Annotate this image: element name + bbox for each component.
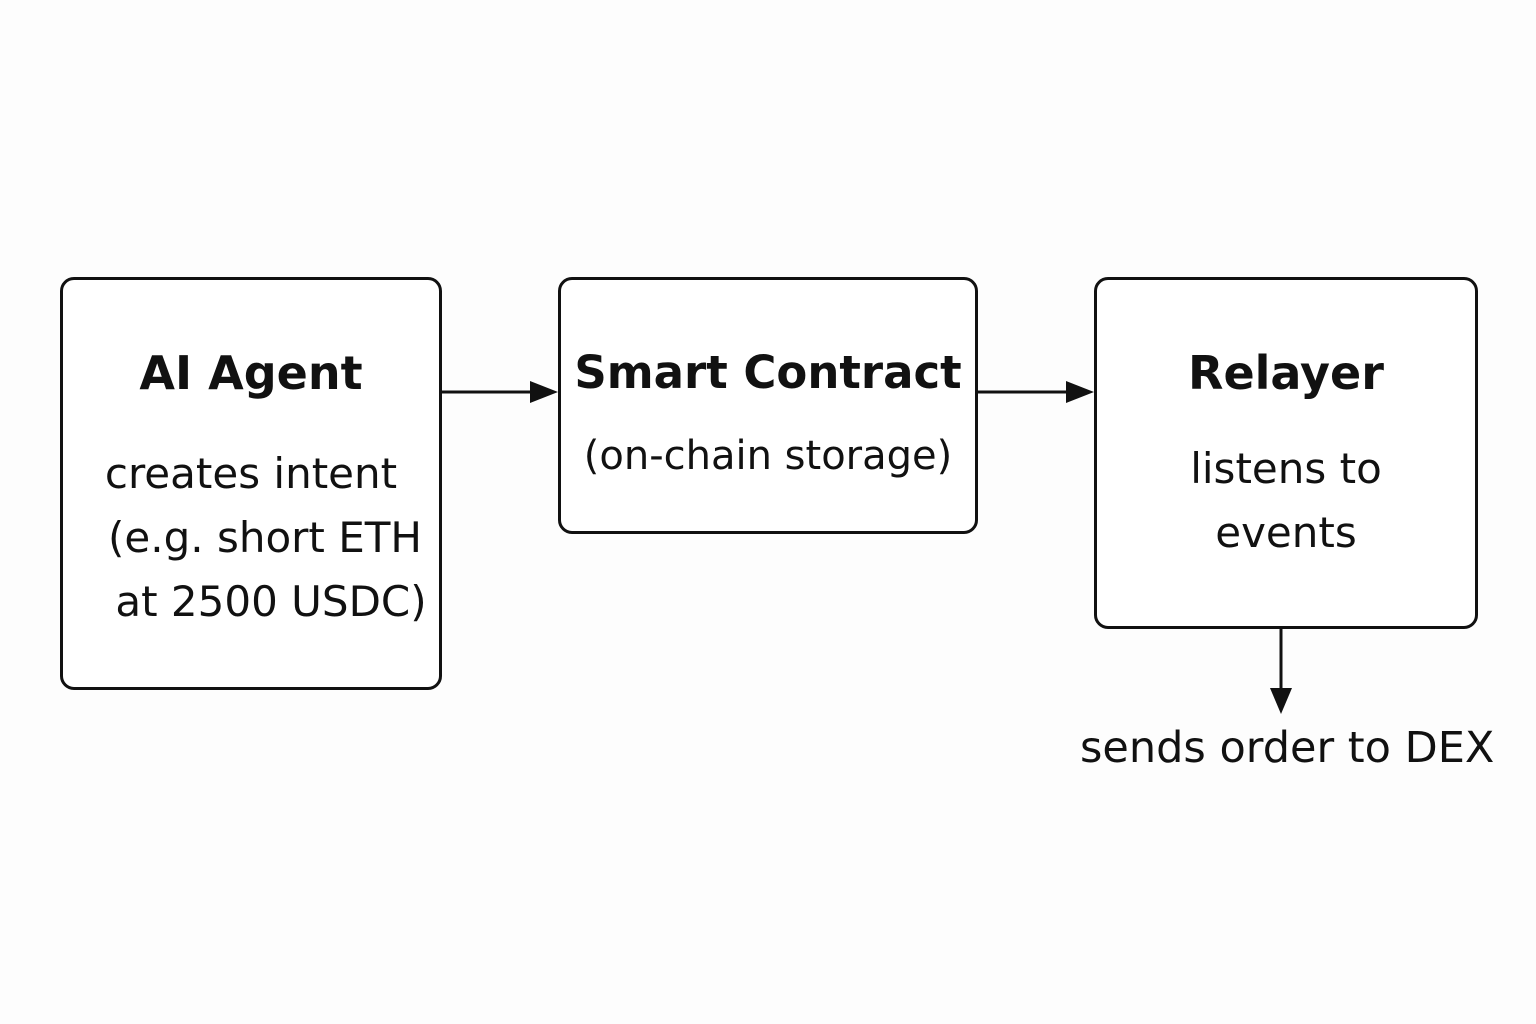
ai-agent-node: AI Agent creates intent (e.g. short ETH … [60, 277, 442, 690]
smart-contract-description: (on-chain storage) [561, 424, 975, 488]
ai-agent-description-line: (e.g. short ETH [108, 513, 422, 562]
ai-agent-description: creates intent (e.g. short ETH at 2500 U… [63, 442, 439, 634]
relayer-title: Relayer [1188, 346, 1384, 400]
relayer-node: Relayer listens to events [1094, 277, 1478, 629]
arrow-agent-to-contract [442, 381, 558, 403]
dex-order-label: sends order to DEX [1080, 723, 1495, 773]
ai-agent-description-line: at 2500 USDC) [115, 577, 427, 626]
smart-contract-title: Smart Contract [574, 346, 962, 399]
ai-agent-title: AI Agent [139, 346, 363, 400]
relayer-description: listens to events [1097, 437, 1475, 565]
ai-agent-description-line: creates intent [104, 449, 398, 498]
relayer-description-line: listens to [1190, 444, 1382, 493]
relayer-description-line: events [1215, 508, 1357, 557]
smart-contract-description-line: (on-chain storage) [583, 433, 953, 479]
arrow-relayer-to-dex [1270, 629, 1292, 714]
arrow-contract-to-relayer [978, 381, 1094, 403]
smart-contract-node: Smart Contract (on-chain storage) [558, 277, 978, 534]
